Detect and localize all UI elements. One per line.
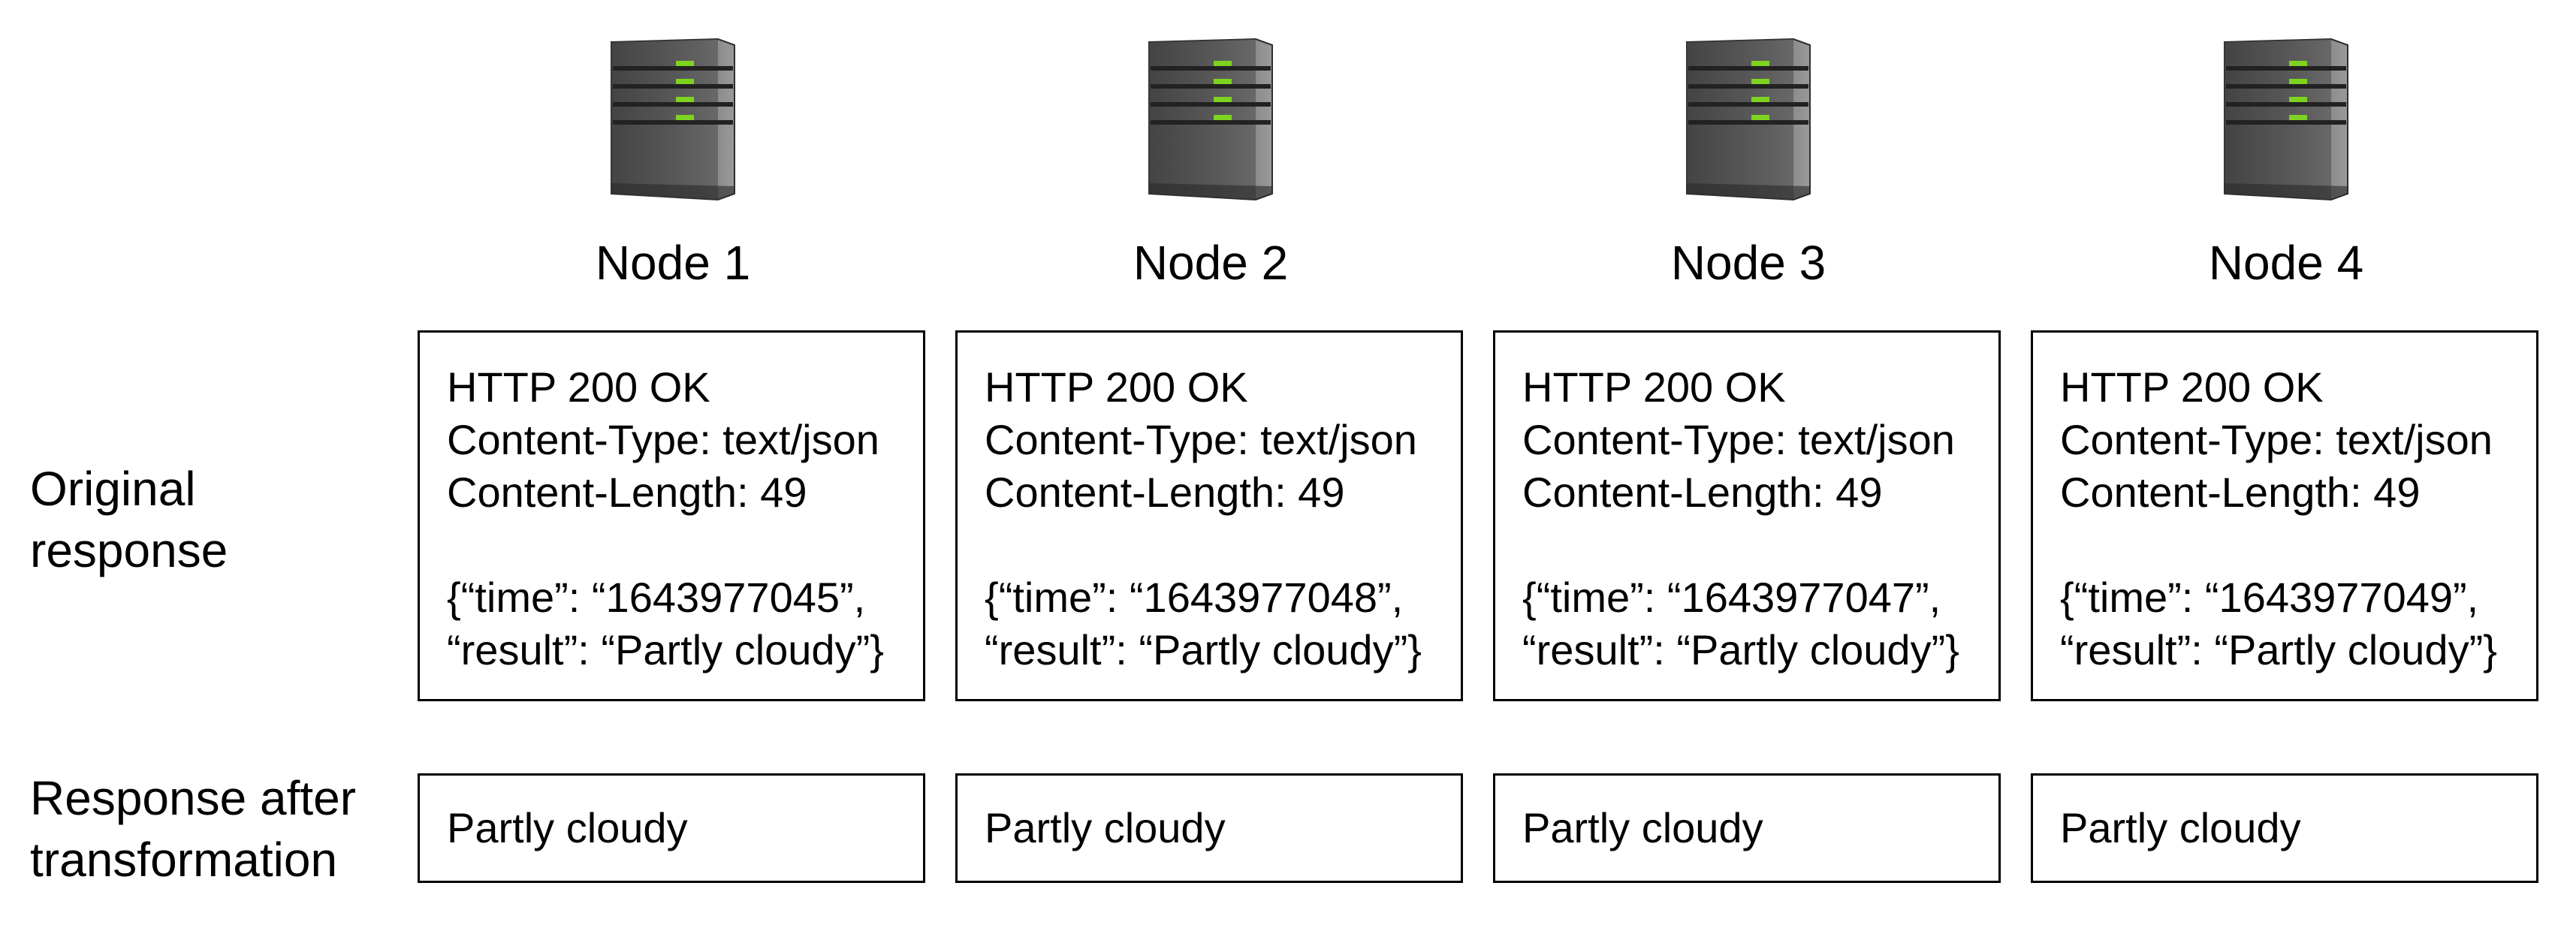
node-title: Node 4 [2208,236,2364,290]
row-label-response-after-transformation: Response after transformation [30,771,357,887]
server-icon [611,38,735,201]
server-icon [1148,38,1273,201]
http-status-line: HTTP 200 OK [2060,363,2324,411]
server-icon [2224,38,2348,201]
original-response-box: HTTP 200 OK Content-Type: text/json Cont… [2031,330,2538,701]
row-label-original-response: Original response [30,462,228,577]
transformed-response-box: Partly cloudy [1493,773,2001,883]
original-response-box: HTTP 200 OK Content-Type: text/json Cont… [955,330,1463,701]
body-time-line: {“time”: “1643977049”, [2060,574,2479,621]
body-result-line: “result”: “Partly cloudy”} [985,626,1422,673]
content-length-header: Content-Length: 49 [2060,469,2421,516]
transformed-response-box: Partly cloudy [955,773,1463,883]
body-time-line: {“time”: “1643977047”, [1522,574,1941,621]
content-type-header: Content-Type: text/json [2060,416,2493,463]
content-length-header: Content-Length: 49 [1522,469,1883,516]
body-result-line: “result”: “Partly cloudy”} [2060,626,2497,673]
server-icon [1686,38,1811,201]
content-type-header: Content-Type: text/json [1522,416,1955,463]
http-status-line: HTTP 200 OK [985,363,1248,411]
transformed-response-box: Partly cloudy [2031,773,2538,883]
node-title: Node 1 [595,236,751,290]
body-time-line: {“time”: “1643977048”, [985,574,1404,621]
content-length-header: Content-Length: 49 [447,469,807,516]
content-type-header: Content-Type: text/json [985,416,1417,463]
node-title: Node 3 [1670,236,1826,290]
node-title: Node 2 [1133,236,1289,290]
http-status-line: HTTP 200 OK [1522,363,1786,411]
http-status-line: HTTP 200 OK [447,363,710,411]
transformed-response-text: Partly cloudy [985,804,1226,851]
transformed-response-text: Partly cloudy [2060,804,2301,851]
content-type-header: Content-Type: text/json [447,416,879,463]
body-time-line: {“time”: “1643977045”, [447,574,866,621]
transformed-response-text: Partly cloudy [447,804,688,851]
body-result-line: “result”: “Partly cloudy”} [1522,626,1959,673]
transformed-response-text: Partly cloudy [1522,804,1763,851]
transformed-response-box: Partly cloudy [418,773,925,883]
content-length-header: Content-Length: 49 [985,469,1345,516]
original-response-box: HTTP 200 OK Content-Type: text/json Cont… [1493,330,2001,701]
original-response-box: HTTP 200 OK Content-Type: text/json Cont… [418,330,925,701]
body-result-line: “result”: “Partly cloudy”} [447,626,884,673]
